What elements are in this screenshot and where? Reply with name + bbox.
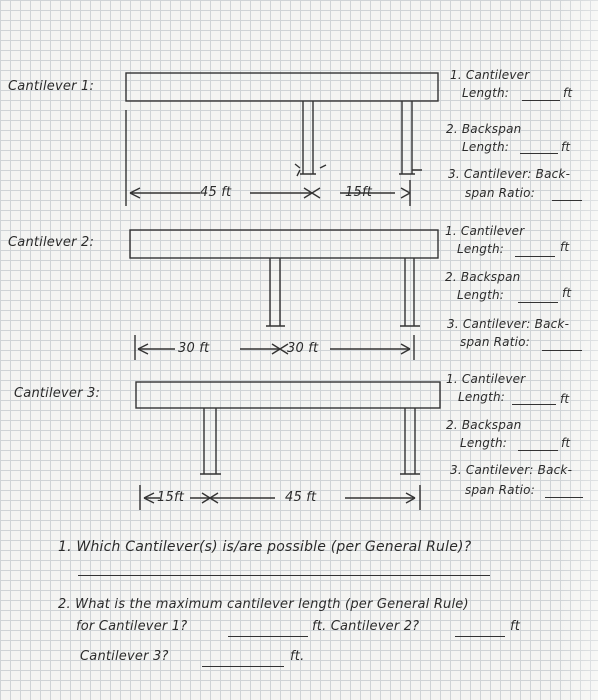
pier-2-left [266,258,285,327]
question-2-ft2: ft [510,619,521,634]
c1-q3b: span Ratio: [465,186,535,200]
c1-q1-unit: ft [563,86,573,100]
c1-q3: 3. Cantilever: Back- [448,167,571,181]
c1-q2: 2. Backspan [446,122,522,136]
question-2-ft1: ft. Cantilever 2? [312,619,420,634]
c2-q1-answer-line[interactable] [515,256,555,257]
cantilever-3-dim-left: 15ft [157,490,185,505]
c2-q1-unit: ft [560,240,570,254]
question-1-answer-line[interactable] [78,575,490,576]
c2-q2: 2. Backspan [445,270,521,284]
cantilever-2-dim-left: 30 ft [178,341,210,356]
c3-q3b: span Ratio: [465,483,535,497]
pier-3-right [400,408,420,475]
beam-3 [135,381,441,409]
c1-q3-answer-line[interactable] [552,200,582,201]
cantilever-1-dim-left: 45 ft [200,185,232,200]
dim-arrows-2 [137,343,411,355]
c3-q1b: Length: [458,390,506,404]
dim-arrows-3 [143,492,416,504]
c2-q1b: Length: [457,242,505,256]
question-2-c1-answer-line[interactable] [228,636,308,637]
c1-q1b: Length: [462,86,510,100]
c3-q1-unit: ft [560,392,570,406]
pier-1-right [399,101,415,175]
c3-q2: 2. Backspan [446,418,522,432]
cantilever-1-title: Cantilever 1: [8,79,95,94]
pier-3-left [200,408,221,475]
c2-q2-unit: ft [562,286,572,300]
c2-q3b: span Ratio: [460,335,530,349]
c3-q2b: Length: [460,436,508,450]
dim-ticks-3 [139,485,421,510]
cantilever-3-title: Cantilever 3: [14,386,101,401]
dim-line-1 [130,180,411,206]
c3-q2-answer-line[interactable] [518,450,558,451]
dim-arrows-1 [129,187,411,199]
c1-q2-answer-line[interactable] [520,153,558,154]
question-2-c2-answer-line[interactable] [455,636,505,637]
dim-ticks-2 [134,335,415,360]
beam-1 [125,72,439,102]
pier-2-right [400,258,420,327]
cantilever-2-title: Cantilever 2: [8,235,95,250]
c1-q2b: Length: [462,140,510,154]
c3-q3: 3. Cantilever: Back- [450,463,573,477]
c3-q1-answer-line[interactable] [512,404,556,405]
question-2-c3-answer-line[interactable] [202,666,284,667]
c2-q3: 3. Cantilever: Back- [447,317,570,331]
question-1: 1. Which Cantilever(s) is/are possible (… [58,539,472,555]
c3-q2-unit: ft [561,436,571,450]
beam-2 [129,229,439,259]
question-2-line1: 2. What is the maximum cantilever length… [58,597,469,612]
pier-1-left [296,101,316,177]
c1-q1-answer-line[interactable] [522,100,560,101]
question-2-for: for Cantilever 1? [76,619,188,634]
cantilever-3-dim-right: 45 ft [285,490,317,505]
cantilever-2-dim-right: 30 ft [287,341,319,356]
c2-q1: 1. Cantilever [445,224,525,238]
question-2-ft3: ft. [290,649,305,664]
c1-q1: 1. Cantilever [450,68,530,82]
c1-q2-unit: ft [561,140,571,154]
c2-q2-answer-line[interactable] [518,302,558,303]
cantilever-1-dim-right: 15ft [345,185,373,200]
c3-q1: 1. Cantilever [446,372,526,386]
c2-q3-answer-line[interactable] [542,350,582,351]
c3-q3-answer-line[interactable] [545,497,583,498]
question-2-c3: Cantilever 3? [80,649,169,664]
c2-q2b: Length: [457,288,505,302]
